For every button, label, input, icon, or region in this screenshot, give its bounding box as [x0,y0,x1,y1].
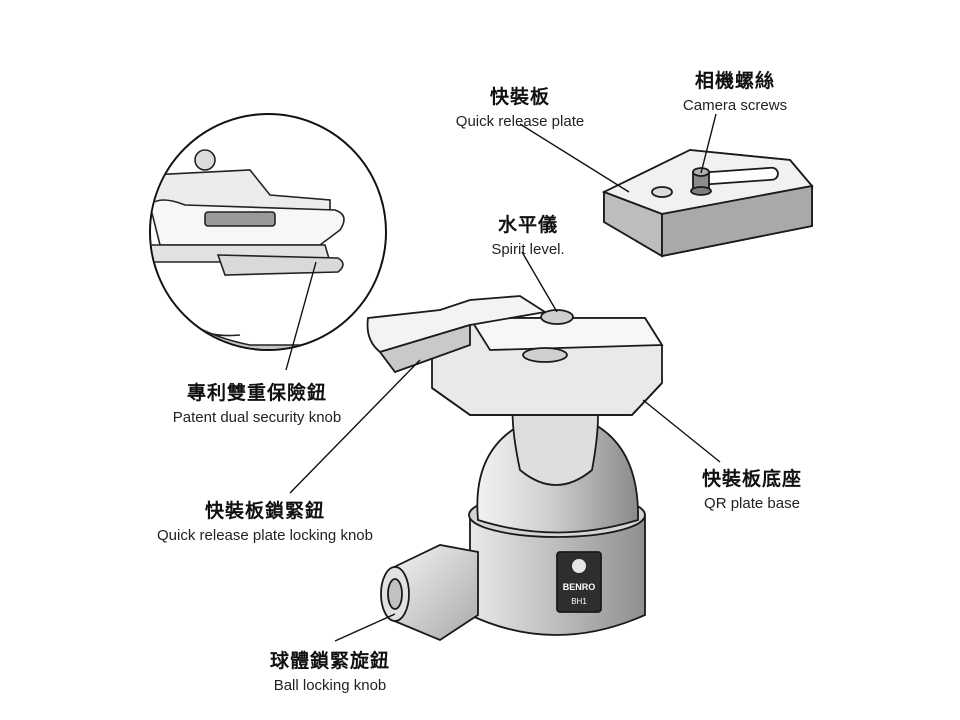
label-plate-locking-knob: 快裝板鎖緊鈕 Quick release plate locking knob [140,496,390,544]
label-zh: 水平儀 [497,214,558,236]
leader-lines [285,113,721,642]
label-zh: 快裝板鎖緊鈕 [204,500,325,522]
quick-release-plate [601,149,814,258]
detail-zoom-circle [149,113,387,351]
ball-head [366,295,664,642]
leader-qr-base [642,399,721,463]
ball-locking-knob [380,544,479,642]
label-zh: 球體鎖緊旋鈕 [269,650,390,672]
label-ball-locking-knob: 球體鎖緊旋鈕 Ball locking knob [250,646,410,694]
leader-camera-screws [700,113,717,174]
label-quick-release-plate: 快裝板 Quick release plate [430,82,610,130]
label-camera-screws: 相機螺絲 Camera screws [645,66,825,114]
locking-lever [366,295,548,353]
leader-dual-security [285,261,317,371]
label-zh: 快裝板底座 [701,468,802,490]
label-en: Camera screws [682,97,788,114]
brand-marking: BENRO [563,582,596,592]
label-spirit-level: 水平儀 Spirit level. [458,210,598,258]
label-dual-security-knob: 專利雙重保險鈕 Patent dual security knob [142,378,372,426]
leader-qr-plate [519,123,630,193]
label-en: Ball locking knob [273,677,387,694]
model-marking: BH1 [571,597,587,606]
label-zh: 快裝板 [489,86,550,108]
label-en: Quick release plate [455,113,585,130]
label-en: Patent dual security knob [172,409,342,426]
detail-brand-plate [204,211,276,227]
label-zh: 相機螺絲 [694,70,775,92]
plate-peg [651,186,673,198]
leader-plate-lock [289,359,421,494]
leader-spirit-level [521,251,558,313]
label-en: Spirit level. [491,241,565,258]
brand-logo-icon [572,559,586,573]
label-qr-plate-base: 快裝板底座 QR plate base [672,464,832,512]
brand-badge [556,551,602,613]
spirit-level-bubble [540,309,574,325]
label-zh: 專利雙重保險鈕 [186,382,327,404]
label-en: Quick release plate locking knob [157,527,373,544]
label-en: QR plate base [704,495,800,512]
leader-ball-lock [334,613,396,642]
